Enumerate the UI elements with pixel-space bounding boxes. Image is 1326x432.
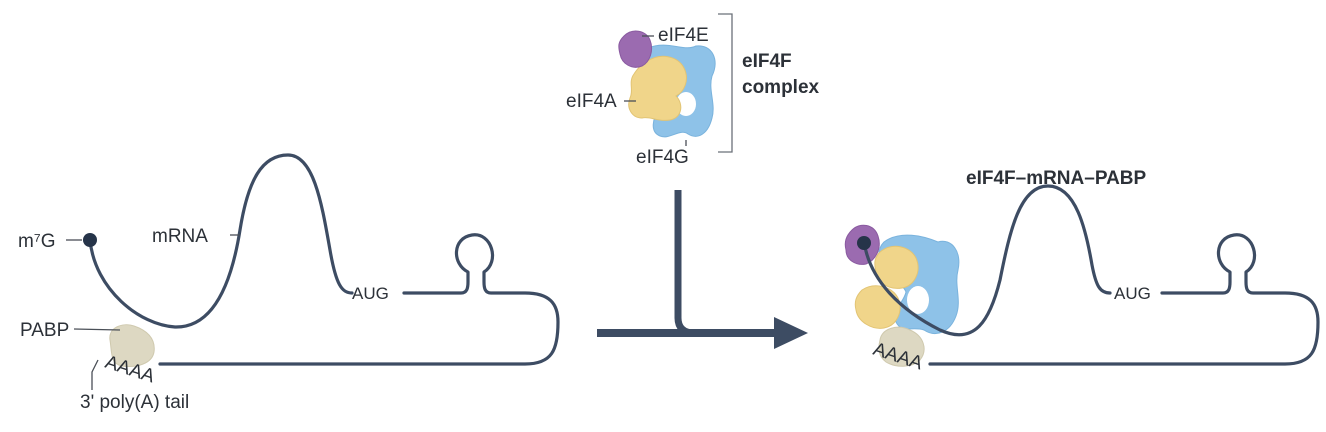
pabp-label: PABP [20, 320, 69, 341]
arrow-head-icon [774, 317, 808, 349]
closed-loop-panel: eIF4F–mRNA–PABP AUG AAAA [844, 168, 1320, 375]
free-mrna-panel: m⁷G mRNA AUG PABP AAAA 3' poly(A) tail [18, 153, 560, 413]
assembly-arrow [597, 190, 808, 349]
eif4e-label: eIF4E [658, 25, 709, 46]
pabp-protein-left [109, 324, 155, 367]
complex-label-line1: eIF4F [742, 51, 792, 72]
coding-strand-left [158, 233, 560, 366]
polya-label: 3' poly(A) tail [80, 392, 189, 413]
coding-strand-right [928, 233, 1320, 366]
mrna-label: mRNA [152, 226, 208, 247]
eif4a-label: eIF4A [566, 91, 617, 112]
product-label: eIF4F–mRNA–PABP [966, 168, 1147, 189]
eif4f-complex-panel: eIF4E eIF4A eIF4G eIF4F complex [566, 13, 820, 168]
eif4e-protein [618, 30, 653, 68]
eif4a-protein [628, 55, 687, 121]
aug-label-right: AUG [1114, 284, 1151, 303]
mrna-strand-left [88, 153, 354, 329]
pabp-protein-bound [878, 326, 925, 367]
complex-bracket [718, 13, 733, 153]
cap-label: m⁷G [18, 231, 55, 252]
eif4a-protein-bound-upper [874, 245, 919, 289]
eif4g-label: eIF4G [636, 147, 689, 168]
mrna-strand-right [862, 184, 1112, 337]
complex-label-line2: complex [742, 77, 820, 98]
aug-label-left: AUG [352, 284, 389, 303]
m7g-cap-icon-bound [857, 236, 871, 250]
eif4a-protein-bound-lower [854, 285, 901, 329]
m7g-cap-icon [83, 233, 97, 247]
